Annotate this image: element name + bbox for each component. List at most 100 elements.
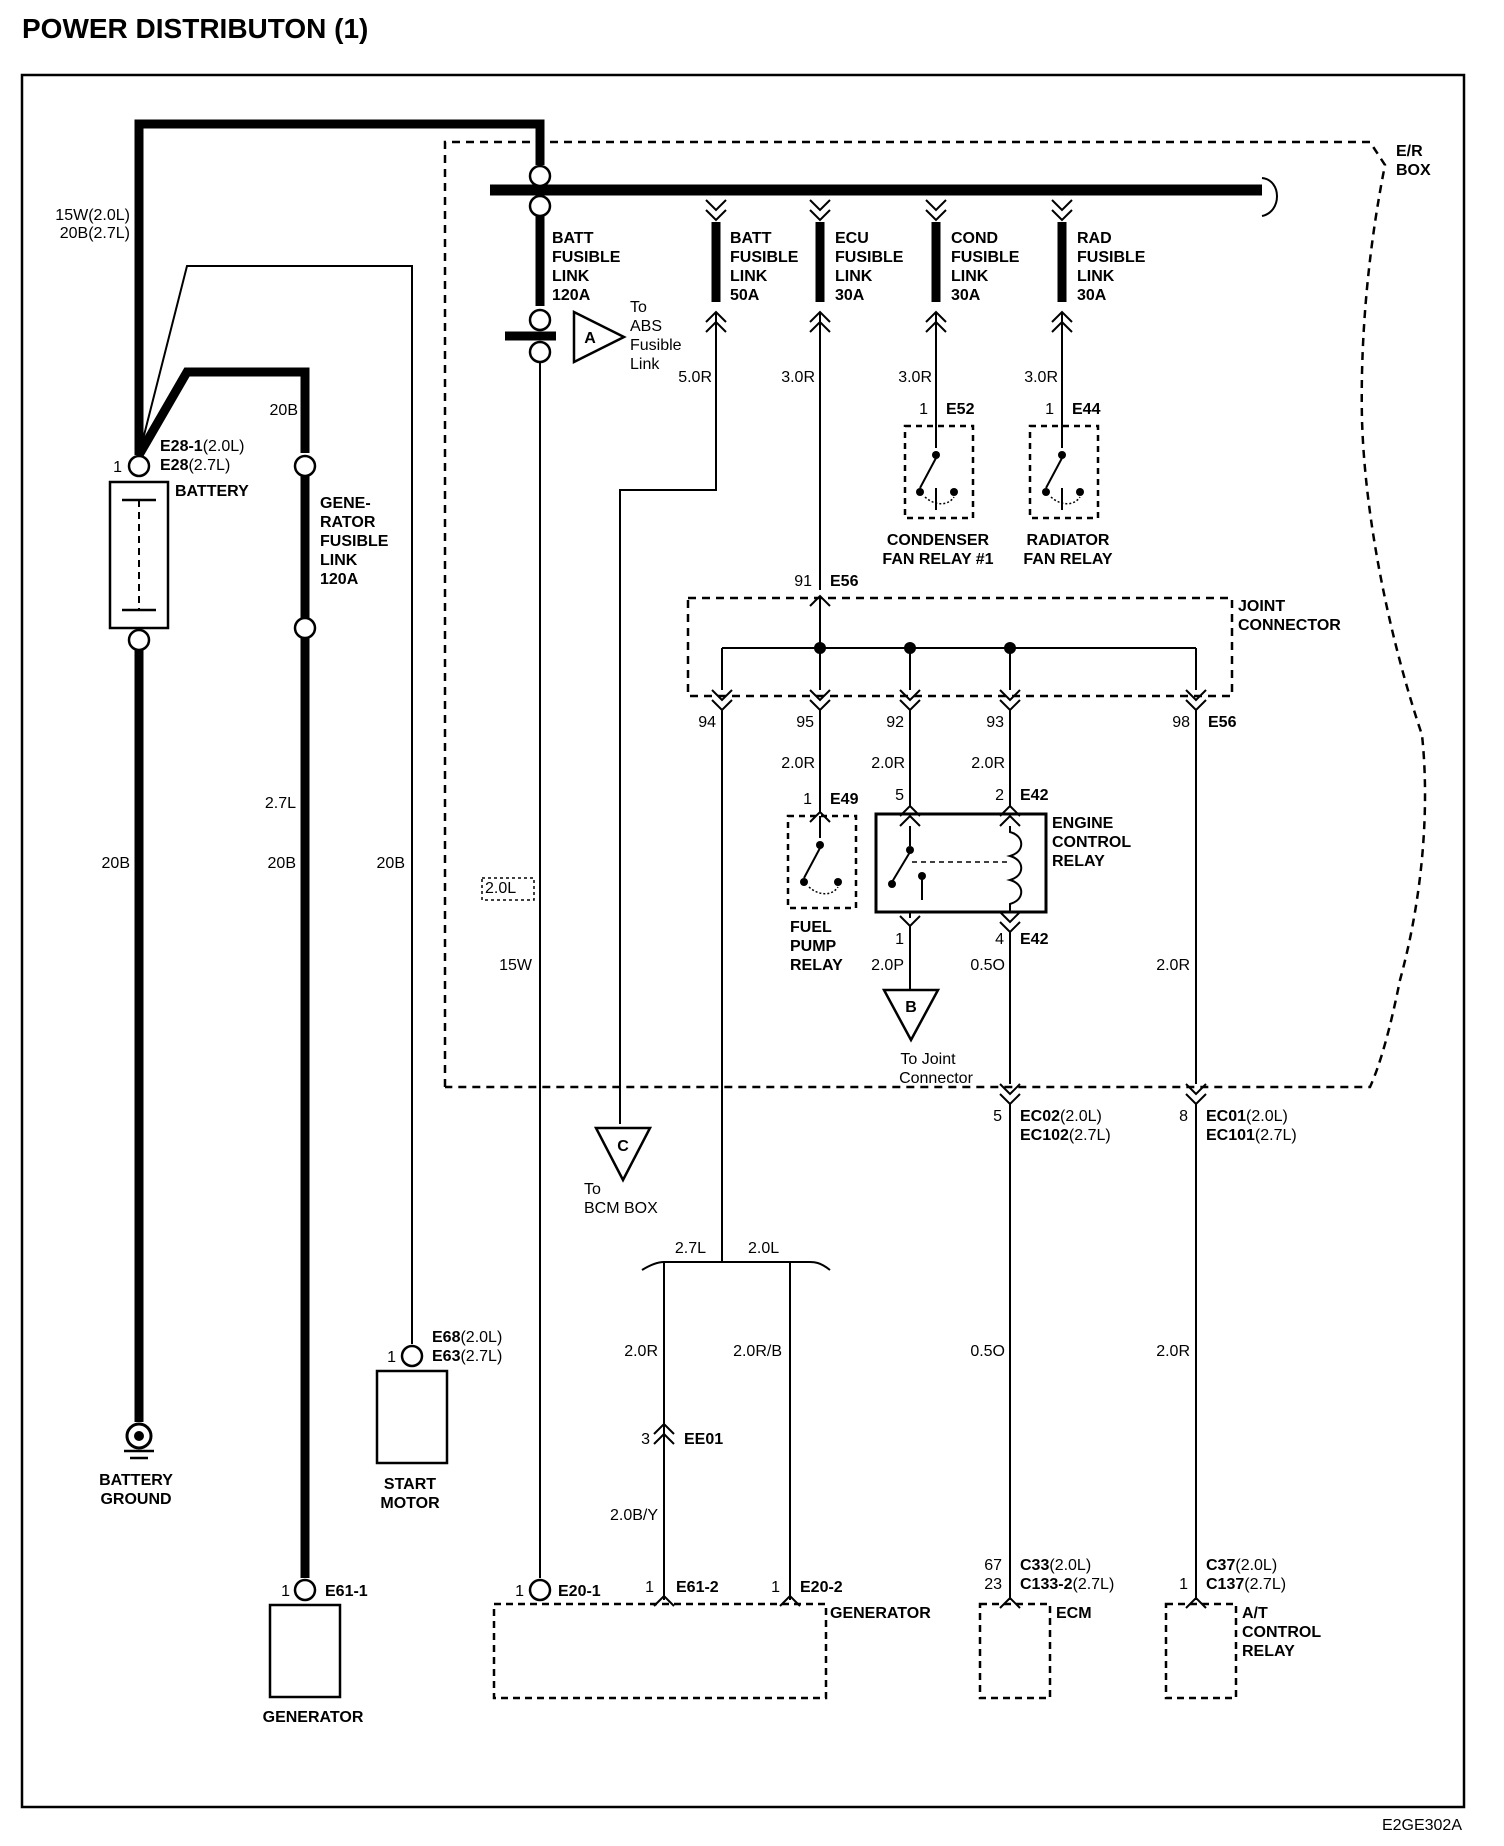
svg-text:JOINT: JOINT — [1238, 598, 1285, 615]
ecu30-label: ECU FUSIBLE LINK 30A — [835, 230, 904, 304]
ac-e56-wire-label: 2.0R — [1156, 957, 1190, 974]
generator-right — [492, 1602, 828, 1700]
ecr-5-wire-label: 2.0R — [871, 755, 905, 772]
ecr-coil — [1006, 826, 1023, 912]
svg-text:FUEL: FUEL — [790, 919, 832, 936]
generator-pin — [293, 1578, 317, 1602]
option-split-bracket — [641, 1261, 831, 1271]
e42-4-connector — [999, 911, 1021, 934]
cond30-top-connector — [925, 199, 947, 222]
start-motor-label: START MOTOR — [380, 1476, 440, 1512]
e61-2-connector — [653, 1594, 675, 1607]
ec02-pin-number: 5 — [993, 1108, 1002, 1125]
e20-wire-label: 15W — [499, 957, 533, 974]
e56-bottom-connectors — [711, 689, 1207, 712]
svg-text:To: To — [630, 299, 647, 316]
svg-text:ABS: ABS — [630, 318, 662, 335]
start-motor-pin — [400, 1344, 424, 1368]
ee01-connector — [653, 1422, 675, 1445]
radiator-relay-label: RADIATOR FAN RELAY — [1023, 532, 1113, 568]
ee01-below-wire-label: 2.0B/Y — [610, 1507, 658, 1524]
e52-pin-number: 1 — [919, 401, 928, 418]
e56-pin-95: 95 — [796, 714, 814, 731]
gen-fuse-bottom-pin — [293, 616, 317, 640]
er-box-label-2: BOX — [1396, 162, 1431, 179]
radiator-relay-switch — [1045, 426, 1063, 510]
split-2-0l-label: 2.0L — [748, 1240, 779, 1257]
e42-pin-2: 2 — [995, 787, 1004, 804]
abs-wire-label: 5.0R — [678, 369, 712, 386]
fuel-pump-relay — [786, 814, 858, 910]
svg-text:EC02(2.0L): EC02(2.0L) — [1020, 1108, 1102, 1125]
svg-text:RATOR: RATOR — [320, 514, 376, 531]
svg-text:E63(2.7L): E63(2.7L) — [432, 1348, 502, 1365]
condenser-relay-contact-2 — [916, 488, 924, 496]
ref-a-text: To ABS Fusible Link — [630, 299, 682, 373]
c37-connector-label: C37(2.0L) C137(2.7L) — [1206, 1557, 1286, 1593]
fuel-relay-contact-1 — [816, 841, 824, 849]
gen-top-wire-label: 20B — [270, 402, 298, 419]
svg-text:E68(2.0L): E68(2.0L) — [432, 1329, 502, 1346]
ec01-pin-number: 8 — [1179, 1108, 1188, 1125]
bcm-box-wire — [619, 312, 717, 1124]
e61-2-pin-number: 1 — [645, 1579, 654, 1596]
svg-text:50A: 50A — [730, 287, 760, 304]
ecr-1-wire-label: 2.0P — [871, 957, 904, 974]
joint-drops — [721, 648, 1197, 690]
svg-text:BCM BOX: BCM BOX — [584, 1200, 658, 1217]
e42-top-label: E42 — [1020, 787, 1049, 804]
svg-text:E28(2.7L): E28(2.7L) — [160, 457, 230, 474]
svg-text:EC01(2.0L): EC01(2.0L) — [1206, 1108, 1288, 1125]
ecr-4-wire-label: 0.5O — [970, 957, 1005, 974]
radiator-fan-relay — [1028, 424, 1100, 520]
rad30-label: RAD FUSIBLE LINK 30A — [1077, 230, 1146, 304]
svg-text:ECU: ECU — [835, 230, 869, 247]
generator-left — [268, 1603, 342, 1699]
battery-connector-label: E28-1(2.0L) E28(2.7L) — [160, 438, 245, 474]
ground-terminal-center — [134, 1431, 144, 1441]
svg-text:120A: 120A — [320, 571, 359, 588]
battery-bus-wire — [134, 119, 545, 455]
fuel-relay-contact-3 — [834, 878, 842, 886]
e56-pin-94: 94 — [698, 714, 716, 731]
battery-wire-label-b: 20B(2.7L) — [60, 225, 130, 242]
ecm-connector-label: C33(2.0L) C133-2(2.7L) — [1020, 1557, 1114, 1593]
er-box-label-1: E/R — [1396, 143, 1423, 160]
svg-text:LINK: LINK — [951, 268, 989, 285]
battery-pos-pin — [127, 454, 151, 478]
split-2-7l-label: 2.7L — [675, 1240, 706, 1257]
e42-5-connector — [899, 804, 921, 827]
e42-pin-5: 5 — [895, 787, 904, 804]
svg-text:RAD: RAD — [1077, 230, 1112, 247]
svg-text:EC102(2.7L): EC102(2.7L) — [1020, 1127, 1111, 1144]
battery-wire-label-a: 15W(2.0L) — [55, 207, 130, 224]
battery-label: BATTERY — [175, 483, 249, 500]
ecm — [978, 1602, 1052, 1700]
batt50-label: BATT FUSIBLE LINK 50A — [730, 230, 799, 304]
svg-text:START: START — [384, 1476, 436, 1493]
joint-connector-label: JOINT CONNECTOR — [1238, 598, 1341, 634]
start-motor-wire-label: 20B — [377, 855, 405, 872]
svg-text:LINK: LINK — [835, 268, 873, 285]
svg-text:CONNECTOR: CONNECTOR — [1238, 617, 1341, 634]
ecr-contact-1 — [906, 846, 914, 854]
generator-left-label: GENERATOR — [263, 1709, 364, 1726]
generator-feed-wire — [135, 367, 310, 458]
e44-pin-number: 1 — [1045, 401, 1054, 418]
bus-continuation — [1261, 177, 1278, 217]
ecu-wire-label: 3.0R — [781, 369, 815, 386]
svg-text:C37(2.0L): C37(2.0L) — [1206, 1557, 1277, 1574]
battery-ground-label: BATTERY GROUND — [99, 1472, 173, 1508]
svg-text:120A: 120A — [552, 287, 591, 304]
ecu30-top-connector — [809, 199, 831, 222]
rad30-top-connector — [1051, 199, 1073, 222]
svg-text:30A: 30A — [951, 287, 981, 304]
svg-text:FAN RELAY #1: FAN RELAY #1 — [882, 551, 993, 568]
svg-text:CONDENSER: CONDENSER — [887, 532, 990, 549]
at-control-relay-label: A/T CONTROL RELAY — [1242, 1605, 1321, 1660]
svg-text:FUSIBLE: FUSIBLE — [1077, 249, 1146, 266]
e61-1-label: E61-1 — [325, 1583, 368, 1600]
e42-bottom-label: E42 — [1020, 931, 1049, 948]
gen-mid-wire-label: 2.7L — [265, 795, 296, 812]
